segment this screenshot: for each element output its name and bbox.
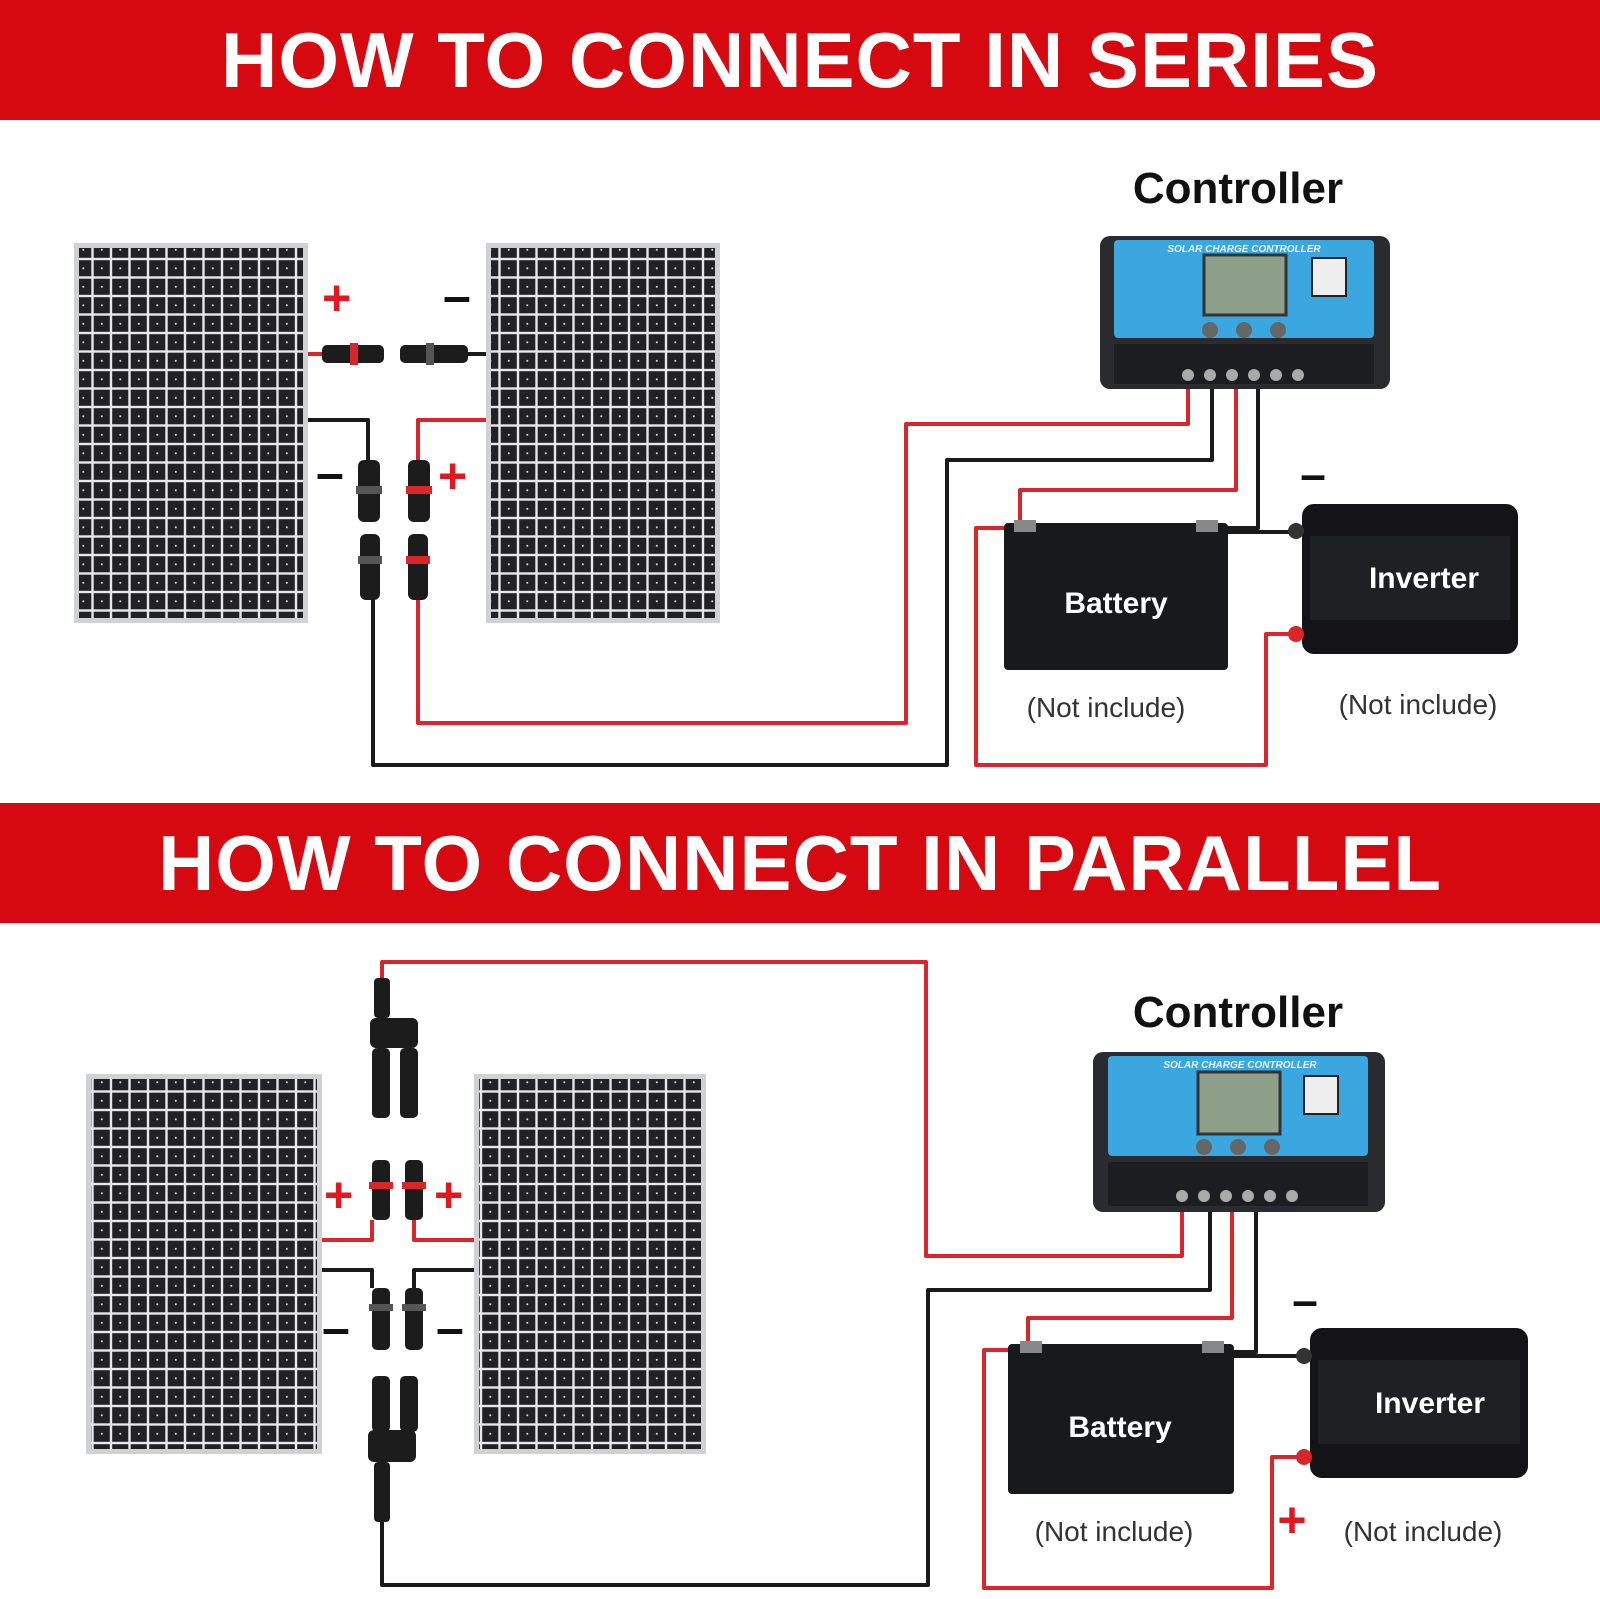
series-pos-to-controller-wire (416, 388, 1190, 725)
parallel-plus-sign-left: + (324, 1167, 353, 1223)
parallel-minus-sign-right: – (436, 1300, 464, 1356)
solar-panel-icon (479, 1079, 701, 1449)
series-diagram: + – – + Controller SOLAR CHARGE CONTROLL… (74, 164, 1518, 767)
parallel-inverter-pos-wire (982, 1348, 1304, 1590)
parallel-title: HOW TO CONNECT IN PARALLEL (157, 818, 1443, 907)
parallel-solar-panel-2 (474, 1074, 706, 1454)
series-mc4-connector-top (322, 343, 468, 365)
series-inverter-pos-wire (974, 526, 1296, 767)
solar-panel-icon (79, 248, 303, 618)
parallel-battery-note: (Not include) (1035, 1516, 1194, 1547)
series-controller-panel-text: SOLAR CHARGE CONTROLLER (1167, 244, 1321, 255)
parallel-panel2-neg-wire (412, 1268, 474, 1288)
parallel-panel2-pos-wire (412, 1220, 474, 1242)
series-inverter-minus-sign: – (1300, 448, 1326, 500)
battery-icon (1008, 1344, 1234, 1494)
parallel-title-banner: HOW TO CONNECT IN PARALLEL (0, 803, 1600, 923)
parallel-solar-panel-1 (86, 1074, 322, 1454)
series-minus-sign-side: – (316, 445, 344, 501)
parallel-y-branch-connector-bottom (368, 1288, 426, 1522)
parallel-neg-to-controller-wire (380, 1212, 1212, 1587)
parallel-diagram: + + – – Controller SOLAR CHARGE CONTROLL… (86, 960, 1528, 1590)
series-mc4-connectors-vertical (356, 460, 432, 600)
series-solar-panel-1 (74, 243, 308, 623)
battery-icon (1004, 523, 1228, 670)
series-battery: Battery (1004, 520, 1228, 670)
solar-panel-icon (491, 248, 715, 618)
series-inverter: Inverter (1288, 504, 1518, 654)
series-battery-label: Battery (1064, 587, 1168, 620)
parallel-battery-label: Battery (1068, 1411, 1172, 1444)
parallel-controller-panel-text: SOLAR CHARGE CONTROLLER (1163, 1060, 1317, 1071)
parallel-inverter-plus-sign: + (1277, 1492, 1306, 1548)
parallel-panel1-neg-wire (322, 1268, 374, 1288)
parallel-wires (322, 960, 1310, 1590)
parallel-panel1-pos-wire (322, 1220, 374, 1242)
series-minus-sign-top: – (443, 268, 471, 324)
series-inverter-label: Inverter (1369, 562, 1479, 595)
parallel-plus-sign-right: + (434, 1167, 463, 1223)
parallel-y-branch-connector-top (369, 978, 426, 1220)
series-inverter-note: (Not include) (1339, 689, 1498, 720)
series-neg-lead-wire (308, 418, 370, 460)
series-battery-note: (Not include) (1027, 692, 1186, 723)
parallel-inverter-minus-sign: – (1292, 1274, 1318, 1326)
solar-panel-icon (91, 1079, 317, 1449)
parallel-pos-to-controller-wire (380, 960, 1184, 1258)
series-title: HOW TO CONNECT IN SERIES (221, 15, 1379, 104)
parallel-inverter: Inverter (1296, 1328, 1528, 1478)
series-battery-pos-wire (1018, 388, 1238, 526)
parallel-battery-pos-wire (1026, 1212, 1234, 1346)
series-controller-label: Controller (1133, 164, 1343, 213)
series-plus-sign-top: + (322, 270, 351, 326)
parallel-battery: Battery (1008, 1341, 1234, 1494)
series-charge-controller: SOLAR CHARGE CONTROLLER (1100, 236, 1390, 389)
parallel-charge-controller: SOLAR CHARGE CONTROLLER (1093, 1052, 1385, 1212)
series-plus-sign-side: + (438, 448, 467, 504)
series-title-banner: HOW TO CONNECT IN SERIES (0, 0, 1600, 120)
parallel-controller-label: Controller (1133, 988, 1343, 1037)
series-wires (308, 352, 1302, 767)
parallel-inverter-label: Inverter (1375, 1387, 1485, 1420)
series-pos-lead-wire (416, 418, 486, 460)
parallel-minus-sign-left: – (322, 1300, 350, 1356)
series-solar-panel-2 (486, 243, 720, 623)
parallel-inverter-note: (Not include) (1344, 1516, 1503, 1547)
series-neg-to-controller-wire (371, 388, 1214, 767)
